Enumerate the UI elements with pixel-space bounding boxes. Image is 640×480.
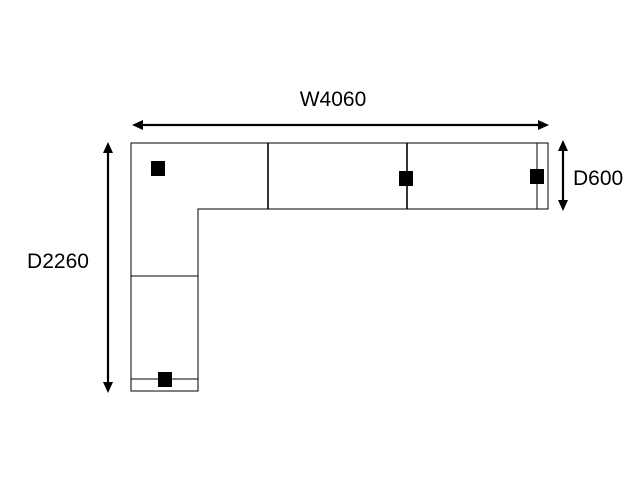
- module-depth-arrow-top: [558, 140, 568, 151]
- module-markers: [151, 161, 544, 387]
- corner-module-marker: [151, 161, 165, 176]
- chaise-module-marker: [158, 372, 172, 387]
- sofa-outline: [130, 142, 549, 392]
- depth-label: D2260: [27, 250, 89, 273]
- width-arrow-left: [132, 120, 143, 130]
- depth-arrow-top: [103, 142, 113, 153]
- module-depth-dimension: D600: [558, 140, 623, 211]
- width-dimension: W4060: [132, 88, 549, 130]
- middle-module-marker: [399, 171, 413, 186]
- depth-dimension: D2260: [27, 142, 113, 393]
- width-arrow-right: [538, 120, 549, 130]
- l-shape-outline: [130, 142, 549, 392]
- end-module-marker: [530, 169, 544, 184]
- width-label: W4060: [300, 88, 367, 111]
- module-depth-arrow-bottom: [558, 200, 568, 211]
- module-depth-label: D600: [573, 167, 623, 190]
- depth-arrow-bottom: [103, 382, 113, 393]
